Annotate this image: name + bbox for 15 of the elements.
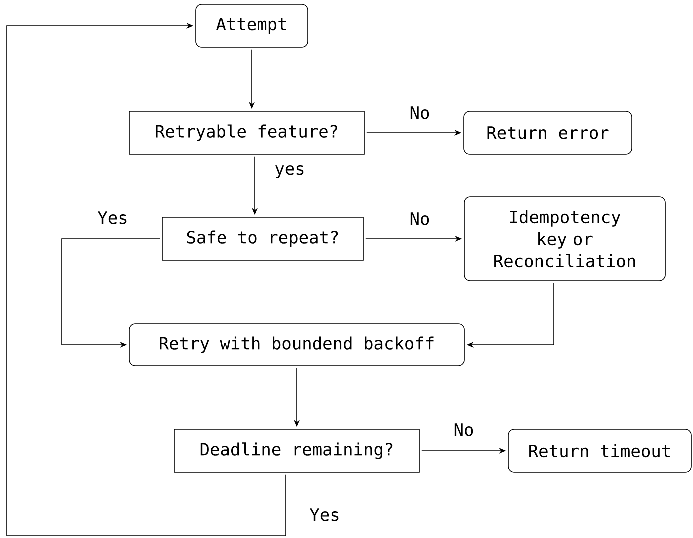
- edge-label: No: [408, 212, 432, 226]
- process-box: Idempotency key or Reconciliation: [464, 196, 666, 282]
- process-box: Attempt: [196, 4, 308, 48]
- edge-label: Yes: [96, 210, 130, 226]
- decision-box: Retryable feature?: [129, 111, 365, 155]
- edge-label: No: [408, 106, 432, 120]
- edge-label: No: [452, 422, 476, 438]
- process-box: Retry with boundend backoff: [129, 324, 465, 366]
- decision-box: Safe to repeat?: [162, 217, 364, 261]
- process-box: Return timeout: [508, 429, 692, 473]
- arrow: [6, 22, 286, 536]
- edge-label: yes: [274, 164, 306, 180]
- process-box: Return error: [464, 111, 632, 155]
- edge-label: Yes: [308, 508, 342, 522]
- decision-box: Deadline remaining?: [174, 429, 420, 473]
